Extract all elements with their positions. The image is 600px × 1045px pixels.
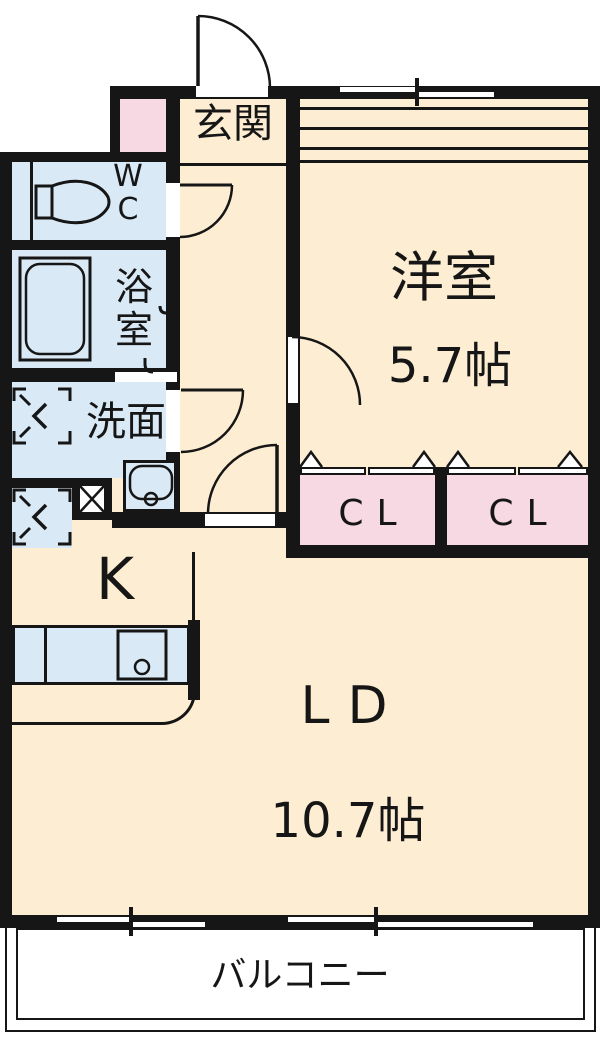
entry-nook <box>120 99 168 152</box>
western-room-door-opening <box>286 335 300 405</box>
closet-divider-wall <box>435 467 447 558</box>
wc-bottom-wall <box>0 240 166 250</box>
closet-right-label: CL <box>488 493 560 534</box>
top-window-tick <box>415 78 419 106</box>
western-room-label: 洋室 <box>390 246 498 309</box>
wc-label: W C <box>104 160 152 226</box>
top-window-sash-left <box>340 87 417 92</box>
ld-window2-sash-right <box>378 922 533 927</box>
vanity-unit <box>123 460 177 512</box>
entry-left-wall <box>110 86 120 152</box>
entrance-opening <box>196 86 268 99</box>
top-window-sash-right <box>417 92 494 97</box>
right-wall <box>588 86 600 928</box>
ld-window2-tick <box>374 907 378 936</box>
western-room-left-wall <box>286 86 300 558</box>
hallway-genkan-floor <box>180 99 286 512</box>
hall-ld-opening <box>205 512 275 528</box>
closet-bottom-wall <box>286 545 600 558</box>
kitchen-thin-wall <box>192 552 195 625</box>
entrance-door-icon <box>196 14 272 89</box>
ld-window2-sash-left <box>288 917 374 922</box>
bath-label-line2: 室 <box>114 308 153 352</box>
western-room-shelf-line-2 <box>300 127 588 130</box>
living-dining-size: 10.7帖 <box>270 793 426 849</box>
wc-door-opening <box>166 183 180 237</box>
bath-door-threshold <box>115 370 177 382</box>
genkan-label: 玄関 <box>193 101 273 147</box>
washroom-bottom-wall <box>12 478 72 488</box>
western-room-shelf-line-4 <box>300 160 588 163</box>
washroom-door-opening <box>166 390 180 452</box>
balcony-label: バルコニー <box>210 955 390 996</box>
left-wall <box>0 152 12 928</box>
balcony-outer-border <box>5 928 596 1032</box>
balcony-inner-border <box>16 928 585 1020</box>
closet-left-label: CL <box>338 493 410 534</box>
wc-partition-line <box>30 162 33 240</box>
kitchen-floor-boundary <box>12 688 196 725</box>
ld-window1-sash-right <box>133 922 205 927</box>
closet-right-door-rail-2 <box>518 467 588 475</box>
western-room-shelf-line-3 <box>300 147 588 150</box>
living-dining-label: LD <box>300 676 406 736</box>
bath-label-line1: 浴 <box>114 265 153 309</box>
wc-label-line2: C <box>117 192 139 227</box>
pipe-space-inner <box>80 486 104 512</box>
wc-top-wall <box>0 152 180 162</box>
genkan-step-line <box>180 163 286 166</box>
fridge-space-floor <box>12 488 72 548</box>
western-room-shelf-line-1 <box>300 107 588 110</box>
washroom-label: 洗面 <box>86 399 166 445</box>
closet-right-door-rail-1 <box>447 467 516 475</box>
wc-label-line1: W <box>113 159 143 194</box>
closet-left-door-rail-1 <box>300 467 366 475</box>
kitchen-right-wall <box>188 620 200 700</box>
kitchen-label: K <box>95 545 135 613</box>
ld-window1-tick <box>129 907 133 936</box>
kitchen-counter-divider <box>44 628 47 682</box>
closet-right-floor <box>447 475 588 545</box>
western-room-size: 5.7帖 <box>387 338 513 394</box>
kitchen-counter <box>12 625 190 685</box>
ld-window1-sash-left <box>57 917 129 922</box>
closet-left-floor <box>300 475 435 545</box>
bath-label: 浴 室 <box>110 266 158 352</box>
closet-left-door-rail-2 <box>368 467 435 475</box>
